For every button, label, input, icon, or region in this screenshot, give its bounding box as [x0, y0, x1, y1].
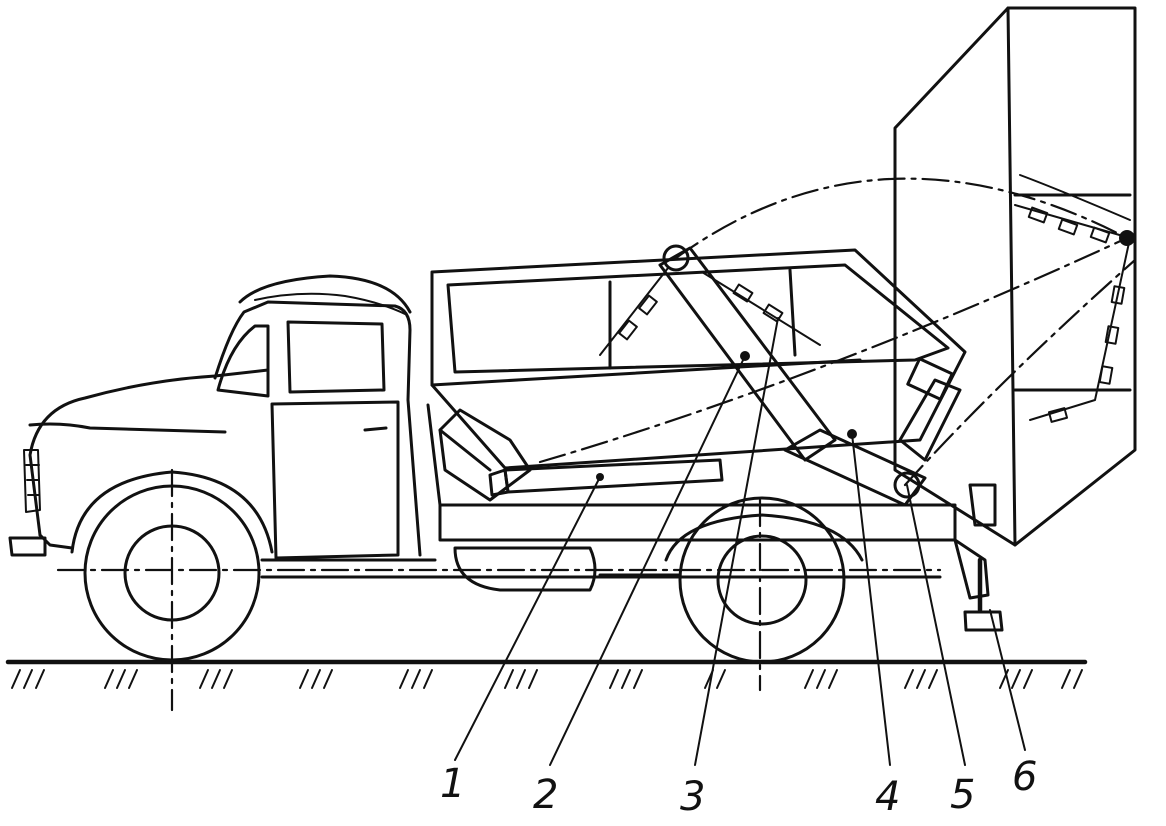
- support-arm: [783, 357, 962, 507]
- raised-container: [893, 6, 1137, 547]
- ground: [5, 659, 1088, 689]
- hydraulic-cylinder: [438, 408, 724, 502]
- leader-line-4: [851, 433, 891, 766]
- leader-line-3: [694, 317, 779, 766]
- truck-cab: [8, 274, 942, 579]
- rear-wheel: [664, 496, 864, 664]
- leader-line-6: [989, 609, 1026, 751]
- leader-line-5: [906, 484, 966, 766]
- callout-label-2: 2: [533, 772, 558, 818]
- outrigger-stabiliser: [953, 483, 1004, 632]
- wheel-axis-lines: [56, 468, 942, 712]
- lifting-arm: [658, 244, 837, 462]
- callout-labels: 1 2 3 4 5 6: [440, 754, 1037, 820]
- swing-trajectory: [538, 177, 1137, 487]
- callout-label-4: 4: [875, 774, 900, 820]
- front-wheel: [70, 470, 274, 662]
- callout-label-5: 5: [950, 772, 975, 818]
- truck-chassis: [426, 403, 957, 592]
- leader-line-1: [454, 476, 601, 761]
- leader-lines: [454, 317, 1026, 766]
- leader-line-2: [549, 355, 746, 766]
- callout-label-6: 6: [1012, 754, 1037, 800]
- callout-label-3: 3: [680, 774, 705, 820]
- callout-label-1: 1: [440, 761, 465, 807]
- container-skip: [430, 248, 967, 470]
